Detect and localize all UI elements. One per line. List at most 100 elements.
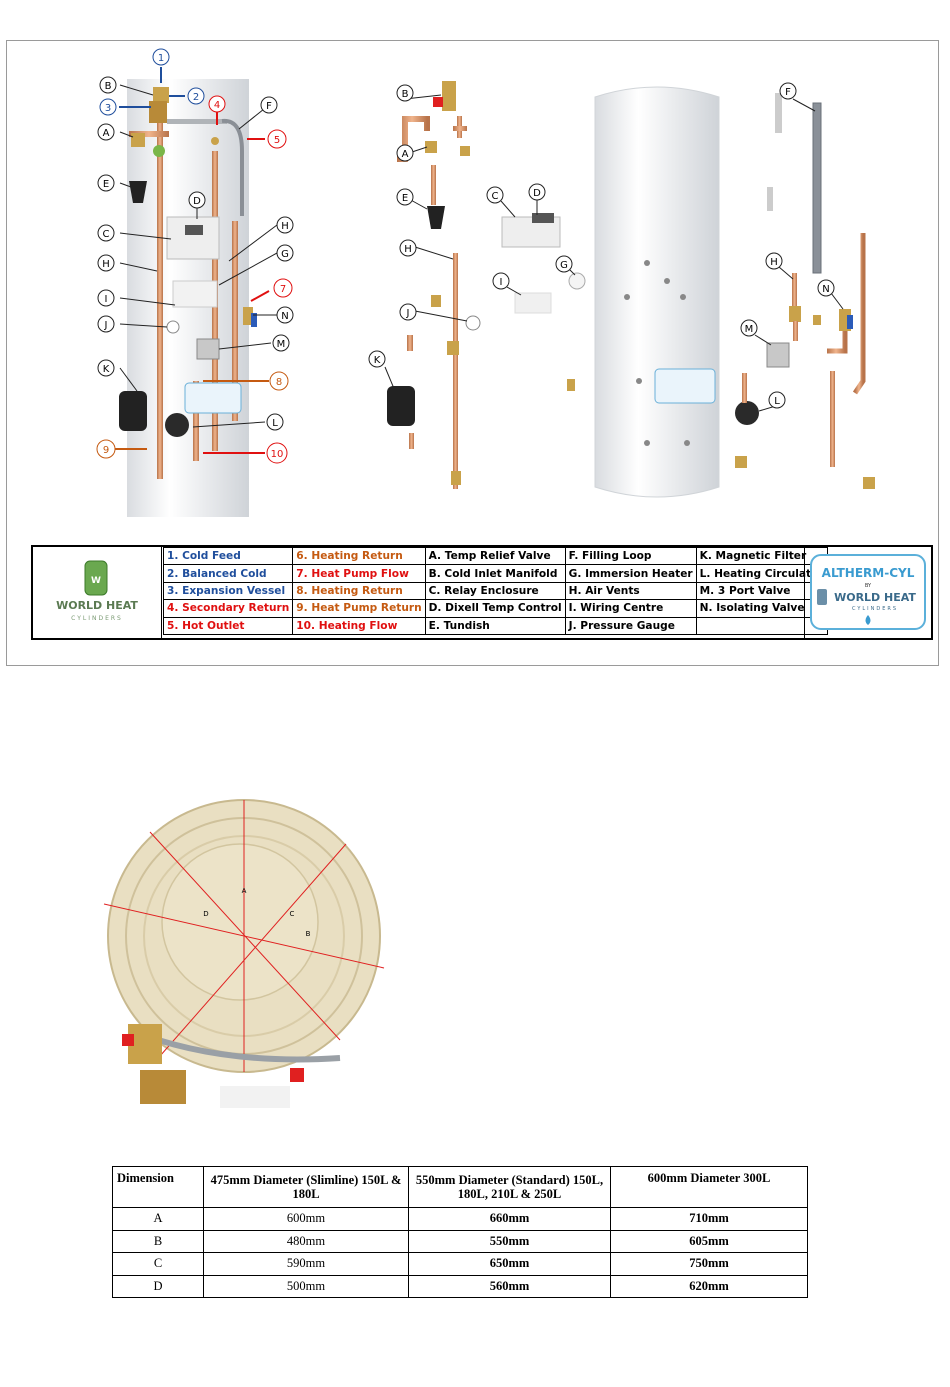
legend-item: E. Tundish — [424, 616, 566, 635]
legend-item: 5. Hot Outlet — [162, 616, 294, 635]
callout-i-right: I — [500, 277, 503, 288]
callout-f-left: F — [266, 101, 272, 112]
water-drop-icon — [865, 615, 871, 625]
top-label-a: A — [242, 887, 247, 895]
callout-b-right: B — [402, 89, 409, 100]
legend-item: G. Immersion Heater — [564, 564, 697, 583]
callout-a-left: A — [103, 128, 110, 139]
exploded-parts — [387, 81, 875, 498]
dim-header-dimension: Dimension — [112, 1166, 204, 1208]
legend-item: A. Temp Relief Valve — [424, 546, 566, 566]
callout-h2-right: H — [770, 257, 778, 268]
callout-g-left: G — [281, 249, 289, 260]
letter-callouts: B A E D C H I J K F H G N M L B A E C D … — [97, 76, 835, 431]
legend-item: I. Wiring Centre — [564, 599, 697, 618]
callout-i-left: I — [105, 294, 108, 305]
dim-value: 750mm — [610, 1252, 808, 1276]
callout-1: 1 — [158, 53, 164, 64]
leader-lines — [119, 84, 844, 428]
flow-arrows — [115, 67, 270, 454]
callout-a-right: A — [402, 149, 409, 160]
legend-item: 8. Heating Return — [292, 581, 426, 601]
callout-c-left: C — [103, 229, 110, 240]
callout-j-left: J — [104, 320, 108, 331]
callout-g-right: G — [560, 260, 568, 271]
number-callouts: 1 2 3 4 5 7 8 9 10 — [96, 48, 293, 464]
legend-item: D. Dixell Temp Control — [424, 599, 566, 618]
altherm-cyl-logo: ALTHERM-CYL BY WORLD HEAT CYLINDERS — [804, 547, 931, 638]
system-diagram-frame: 1 2 3 4 5 7 8 9 10 B — [6, 40, 939, 666]
legend-item: J. Pressure Gauge — [564, 616, 697, 635]
dim-value: 550mm — [408, 1229, 611, 1253]
callout-9: 9 — [103, 445, 109, 456]
dim-value: 620mm — [610, 1274, 808, 1298]
cylinder-diagram: 1 2 3 4 5 7 8 9 10 B — [96, 48, 875, 517]
dim-label: C — [112, 1252, 204, 1276]
callout-n-left: N — [281, 311, 288, 322]
brand-right-by: BY — [865, 583, 872, 589]
dim-header-475: 475mm Diameter (Slimline) 150L & 180L — [203, 1166, 409, 1208]
dim-value: 660mm — [408, 1207, 611, 1231]
brand-left-name: WORLD HEAT — [56, 599, 138, 612]
legend-item: B. Cold Inlet Manifold — [424, 564, 566, 583]
callout-k-left: K — [103, 364, 110, 375]
callout-l-right: L — [774, 396, 780, 407]
callout-h-left: H — [102, 259, 110, 270]
callout-m-right: M — [745, 324, 754, 335]
dim-label: B — [112, 1229, 204, 1253]
callout-j-right: J — [406, 308, 410, 319]
dim-label: D — [112, 1274, 204, 1298]
callout-8: 8 — [276, 377, 282, 388]
callout-d-right: D — [533, 188, 541, 199]
callout-e-left: E — [103, 179, 109, 190]
legend-item: 9. Heat Pump Return — [292, 599, 426, 618]
callout-4: 4 — [214, 100, 220, 111]
legend-item: 6. Heating Return — [292, 546, 426, 566]
brand-right-name: WORLD HEAT — [834, 591, 916, 604]
dim-value: 500mm — [203, 1274, 409, 1298]
top-label-b: B — [306, 930, 311, 938]
callout-n-right: N — [822, 284, 829, 295]
callout-m-left: M — [277, 339, 286, 350]
legend-item: 7. Heat Pump Flow — [292, 564, 426, 583]
dim-value: 590mm — [203, 1252, 409, 1276]
dim-value: 560mm — [408, 1274, 611, 1298]
legend-item: 1. Cold Feed — [162, 546, 294, 566]
callout-5: 5 — [274, 135, 280, 146]
callout-b-left: B — [105, 81, 112, 92]
assembled-cylinder — [119, 79, 257, 517]
brand-left-sub: CYLINDERS — [71, 615, 123, 622]
callout-l-left: L — [272, 418, 278, 429]
legend-item: H. Air Vents — [564, 581, 697, 601]
callout-c-right: C — [492, 191, 499, 202]
dim-value: 605mm — [610, 1229, 808, 1253]
callout-h2-left: H — [281, 221, 289, 232]
dim-value: 600mm — [203, 1207, 409, 1231]
dim-header-600: 600mm Diameter 300L — [610, 1166, 808, 1208]
legend-item: F. Filling Loop — [564, 546, 697, 566]
cylinder-top-view: A B C D — [103, 799, 385, 1108]
dim-value: 650mm — [408, 1252, 611, 1276]
legend-item: C. Relay Enclosure — [424, 581, 566, 601]
callout-3: 3 — [105, 103, 111, 114]
dimensions-table: Dimension 475mm Diameter (Slimline) 150L… — [112, 1166, 808, 1298]
legend-item: M. 3 Port Valve — [695, 581, 828, 601]
legend-item: K. Magnetic Filter — [695, 546, 828, 566]
svg-text:W: W — [91, 576, 101, 586]
callout-10: 10 — [271, 449, 284, 460]
dim-label: A — [112, 1207, 204, 1231]
callout-h-right: H — [404, 244, 412, 255]
legend-item: 10. Heating Flow — [292, 616, 426, 635]
legend-item: 4. Secondary Return — [162, 599, 294, 618]
